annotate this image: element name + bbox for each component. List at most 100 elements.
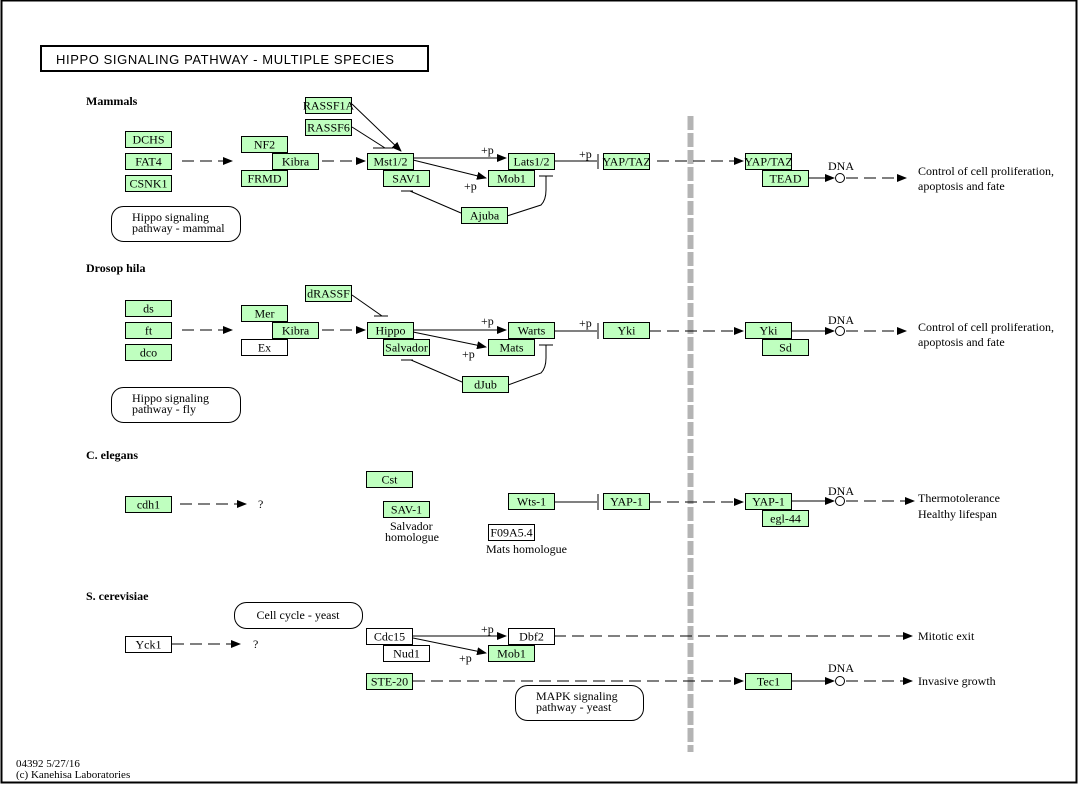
- gene-box[interactable]: [305, 285, 352, 302]
- gene-box[interactable]: [383, 645, 430, 662]
- gene-label: STE-20: [371, 675, 408, 689]
- gene-node-m-csnk1[interactable]: CSNK1: [125, 175, 172, 192]
- gene-box[interactable]: [603, 493, 650, 510]
- gene-box[interactable]: [383, 339, 430, 356]
- gene-box[interactable]: [367, 322, 414, 339]
- gene-box[interactable]: [305, 119, 352, 136]
- gene-node-m-nf2[interactable]: NF2: [241, 136, 288, 153]
- gene-box[interactable]: [488, 645, 535, 662]
- gene-node-m-frmd[interactable]: FRMD: [241, 170, 288, 187]
- gene-box[interactable]: [762, 170, 809, 187]
- gene-node-c-egl44[interactable]: egl-44: [762, 510, 809, 527]
- gene-box[interactable]: [305, 97, 352, 114]
- gene-box[interactable]: [125, 153, 172, 170]
- gene-box[interactable]: [125, 322, 172, 339]
- gene-node-d-sd[interactable]: Sd: [762, 339, 809, 356]
- gene-node-m-ajuba[interactable]: Ajuba: [461, 207, 508, 224]
- gene-node-d-mer[interactable]: Mer: [241, 305, 288, 322]
- gene-node-d-warts[interactable]: Warts: [508, 322, 555, 339]
- gene-box[interactable]: [508, 628, 555, 645]
- gene-label: dJub: [474, 378, 497, 392]
- map-link-cellcycle[interactable]: Cell cycle - yeast: [234, 602, 363, 629]
- gene-node-d-drassf[interactable]: dRASSF: [305, 285, 352, 302]
- gene-box[interactable]: [488, 524, 535, 541]
- gene-node-c-yap1b[interactable]: YAP-1: [745, 493, 792, 510]
- gene-node-d-mats[interactable]: Mats: [488, 339, 535, 356]
- gene-node-m-rassf1a[interactable]: RASSF1A: [303, 97, 355, 114]
- gene-node-m-fat4[interactable]: FAT4: [125, 153, 172, 170]
- gene-node-d-ds[interactable]: ds: [125, 300, 172, 317]
- gene-box[interactable]: [125, 300, 172, 317]
- gene-box[interactable]: [762, 510, 809, 527]
- gene-box[interactable]: [488, 339, 535, 356]
- gene-label: SAV-1: [391, 503, 422, 517]
- gene-node-m-rassf6[interactable]: RASSF6: [305, 119, 352, 136]
- gene-box[interactable]: [125, 344, 172, 361]
- gene-node-y-nud1[interactable]: Nud1: [383, 645, 430, 662]
- gene-node-c-cst[interactable]: Cst: [366, 471, 413, 488]
- gene-node-y-dbf2[interactable]: Dbf2: [508, 628, 555, 645]
- gene-node-m-lats[interactable]: Lats1/2: [508, 153, 555, 170]
- gene-node-d-ex[interactable]: Ex: [241, 339, 288, 356]
- gene-box[interactable]: [241, 170, 288, 187]
- gene-box[interactable]: [603, 322, 650, 339]
- gene-box[interactable]: [508, 493, 555, 510]
- gene-box[interactable]: [762, 339, 809, 356]
- gene-box[interactable]: [366, 673, 413, 690]
- gene-box[interactable]: [241, 305, 288, 322]
- gene-box[interactable]: [745, 322, 792, 339]
- gene-node-m-kibra[interactable]: Kibra: [272, 153, 319, 170]
- gene-box[interactable]: [366, 628, 413, 645]
- gene-node-c-yap1[interactable]: YAP-1: [603, 493, 650, 510]
- gene-box[interactable]: [241, 339, 288, 356]
- gene-box[interactable]: [745, 493, 792, 510]
- gene-node-y-tec1[interactable]: Tec1: [745, 673, 792, 690]
- gene-node-c-sav1[interactable]: SAV-1: [383, 501, 430, 518]
- gene-box[interactable]: [383, 170, 430, 187]
- gene-box[interactable]: [272, 153, 319, 170]
- gene-box[interactable]: [488, 170, 535, 187]
- gene-box[interactable]: [125, 496, 172, 513]
- gene-label: Yki: [760, 324, 779, 338]
- gene-node-y-yck1[interactable]: Yck1: [125, 636, 172, 653]
- gene-node-d-djub[interactable]: dJub: [462, 376, 509, 393]
- gene-node-d-dco[interactable]: dco: [125, 344, 172, 361]
- gene-node-y-cdc15[interactable]: Cdc15: [366, 628, 413, 645]
- gene-box[interactable]: [462, 376, 509, 393]
- gene-box[interactable]: [272, 322, 319, 339]
- gene-box[interactable]: [508, 153, 555, 170]
- gene-node-m-yaptaz2[interactable]: YAP/TAZ: [744, 153, 793, 170]
- gene-box[interactable]: [366, 471, 413, 488]
- gene-node-m-mst[interactable]: Mst1/2: [367, 153, 414, 170]
- gene-node-m-sav1[interactable]: SAV1: [383, 170, 430, 187]
- gene-node-d-kibra[interactable]: Kibra: [272, 322, 319, 339]
- gene-node-c-wts1[interactable]: Wts-1: [508, 493, 555, 510]
- gene-node-d-yki[interactable]: Yki: [603, 322, 650, 339]
- gene-box[interactable]: [745, 153, 792, 170]
- gene-box[interactable]: [745, 673, 792, 690]
- gene-node-c-f09[interactable]: F09A5.4: [488, 524, 535, 541]
- gene-node-d-hippo[interactable]: Hippo: [367, 322, 414, 339]
- gene-box[interactable]: [241, 136, 288, 153]
- gene-box[interactable]: [125, 636, 172, 653]
- gene-node-d-salvador[interactable]: Salvador: [383, 339, 430, 356]
- gene-box[interactable]: [461, 207, 508, 224]
- gene-node-d-yki2[interactable]: Yki: [745, 322, 792, 339]
- gene-node-m-dchs[interactable]: DCHS: [125, 131, 172, 148]
- gene-box[interactable]: [367, 153, 414, 170]
- gene-box[interactable]: [125, 131, 172, 148]
- gene-node-y-ste20[interactable]: STE-20: [366, 673, 413, 690]
- gene-node-c-cdh1[interactable]: cdh1: [125, 496, 172, 513]
- gene-node-y-mob1[interactable]: Mob1: [488, 645, 535, 662]
- gene-node-m-mob1[interactable]: Mob1: [488, 170, 535, 187]
- gene-box[interactable]: [508, 322, 555, 339]
- gene-node-m-yaptaz[interactable]: YAP/TAZ: [602, 153, 651, 170]
- gene-box[interactable]: [603, 153, 650, 170]
- gene-node-d-ft[interactable]: ft: [125, 322, 172, 339]
- gene-box[interactable]: [383, 501, 430, 518]
- gene-box[interactable]: [125, 175, 172, 192]
- gene-node-m-tead[interactable]: TEAD: [762, 170, 809, 187]
